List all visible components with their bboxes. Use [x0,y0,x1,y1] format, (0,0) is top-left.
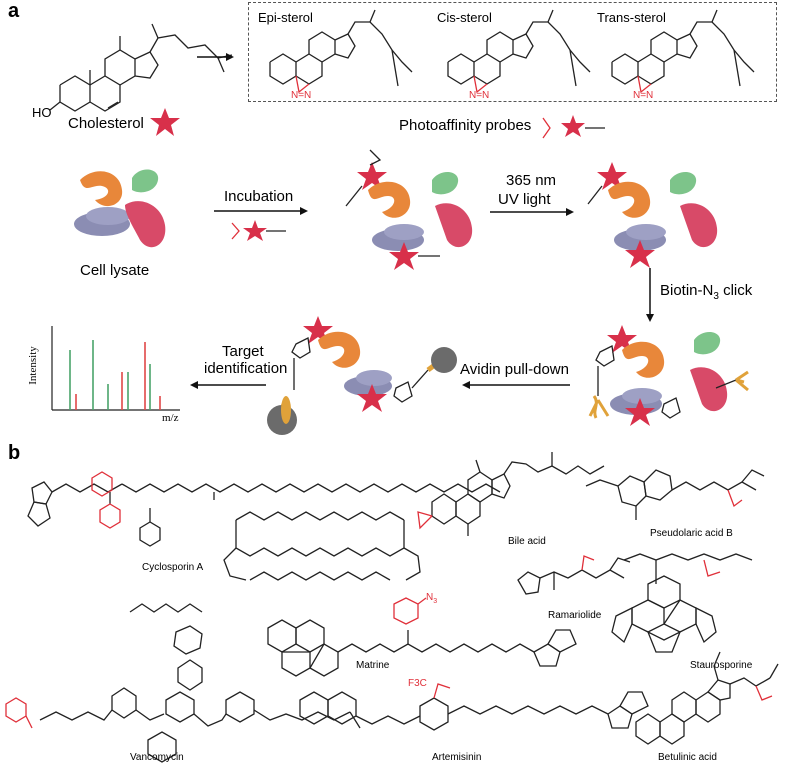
cell-lysate-label: Cell lysate [80,262,150,279]
pseudolaric-label: Pseudolaric acid B [650,528,733,539]
trans-sterol-label: Trans-sterol [597,10,666,25]
incubation-label: Incubation [224,188,294,205]
matrine-label: Matrine [356,660,390,671]
trans-nn-label: N=N [633,90,654,101]
artemisinin-cf3-label: F3C [408,678,427,689]
panel-a-letter: a [8,0,20,22]
epi-nn-label: N=N [291,90,312,101]
betulinic-label: Betulinic acid [658,752,717,763]
spectrum-x-label: m/z [162,412,179,424]
cis-nn-label: N=N [469,90,490,101]
cyclosporin-label: Cyclosporin A [142,562,204,573]
biotin-click-label: Biotin-N3 click [660,282,753,302]
staurosporine-label: Staurosporine [690,660,753,671]
vancomycin-label: Vancomycin [130,752,184,763]
photoaffinity-probes-label: Photoaffinity probes [399,117,532,134]
cholesterol-ho-label: HO [32,105,52,120]
matrine-n3-label: N3 [426,592,438,605]
probes-box [248,2,777,102]
target-label-line1: Target [222,343,264,360]
artemisinin-label: Artemisinin [432,752,482,763]
epi-sterol-label: Epi-sterol [258,10,313,25]
uv-label-line2: UV light [498,191,551,208]
cis-sterol-label: Cis-sterol [437,10,492,25]
avidin-pulldown-label: Avidin pull-down [460,361,569,378]
cholesterol-label: Cholesterol [68,115,144,132]
target-label-line2: identification [204,360,288,377]
bile-acid-label: Bile acid [508,536,546,547]
uv-label-line1: 365 nm [506,172,557,189]
ramariolide-label: Ramariolide [548,610,602,621]
panel-b-letter: b [8,442,21,464]
